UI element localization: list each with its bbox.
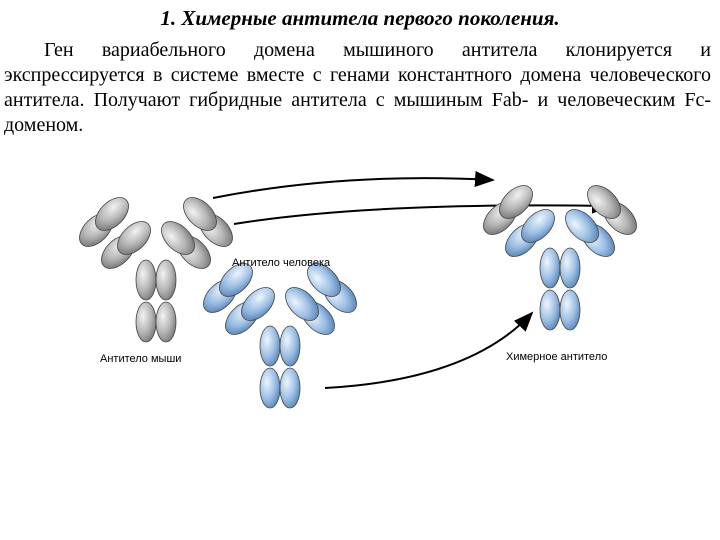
fab-variable-domain [95,197,129,231]
fc-domain [259,325,281,367]
fab-constant-domain [521,209,555,243]
fab-constant-domain [285,287,319,321]
arrow-mouse-fab-upper [212,171,495,199]
fc-domain [135,301,157,343]
human-antibody [203,263,357,409]
fab-constant-domain [241,287,275,321]
mouse-antibody [79,197,233,343]
arrow-mouse-fab-lower [233,197,612,225]
fc-domain [539,289,561,331]
fc-domain [135,259,157,301]
fab-constant-domain [161,221,195,255]
fab-variable-domain [499,185,533,219]
fc-domain [559,289,581,331]
fab-constant-domain [565,209,599,243]
fc-domain [279,367,301,409]
fab-variable-domain [307,263,341,297]
arrows [212,171,612,389]
fc-domain [259,367,281,409]
fc-domain [559,247,581,289]
human-antibody-label: Антитело человека [232,257,331,269]
fab-variable-domain [183,197,217,231]
chimeric-antibody [483,185,637,331]
fab-variable-domain [219,263,253,297]
fc-domain [155,301,177,343]
fc-domain [279,325,301,367]
fab-constant-domain [117,221,151,255]
fc-domain [539,247,561,289]
fab-variable-domain [587,185,621,219]
slide-paragraph: Ген вариабельного домена мышиного антите… [4,39,711,136]
chimeric-antibody-label: Химерное антитело [506,351,607,363]
arrow-human-fc [324,311,534,389]
slide-title: 1. Химерные антитела первого поколения. [160,6,560,30]
fc-domain [155,259,177,301]
mouse-antibody-label: Антитело мыши [100,353,181,365]
